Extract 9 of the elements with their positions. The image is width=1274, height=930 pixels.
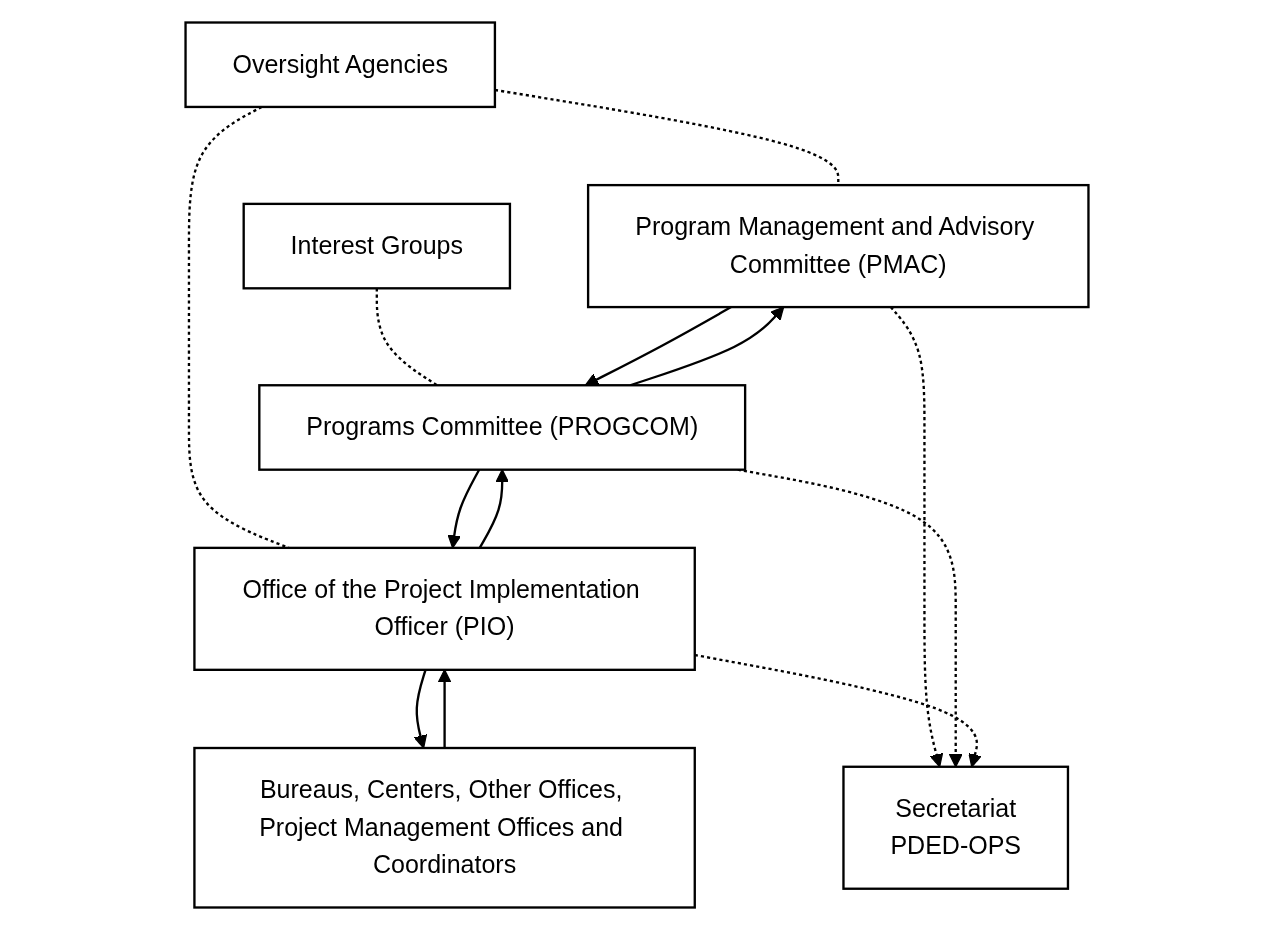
node-box: Program Management and Advisory Committee (PMAC) [586, 183, 1090, 309]
node-box: Office of the Project Implementation Officer (PIO) [193, 546, 696, 671]
arrow [437, 669, 452, 748]
node-box: Interest Groups [242, 202, 512, 290]
node-box: Bureaus, Centers, Other Offices, Project Management Offices and Coordinators [193, 746, 696, 909]
node-box: Secretariat PDED-OPS [842, 765, 1070, 890]
node-box: Oversight Agencies [184, 21, 497, 109]
arrow [413, 669, 428, 749]
node-box: Programs Committee (PROGCOM) [258, 384, 747, 471]
